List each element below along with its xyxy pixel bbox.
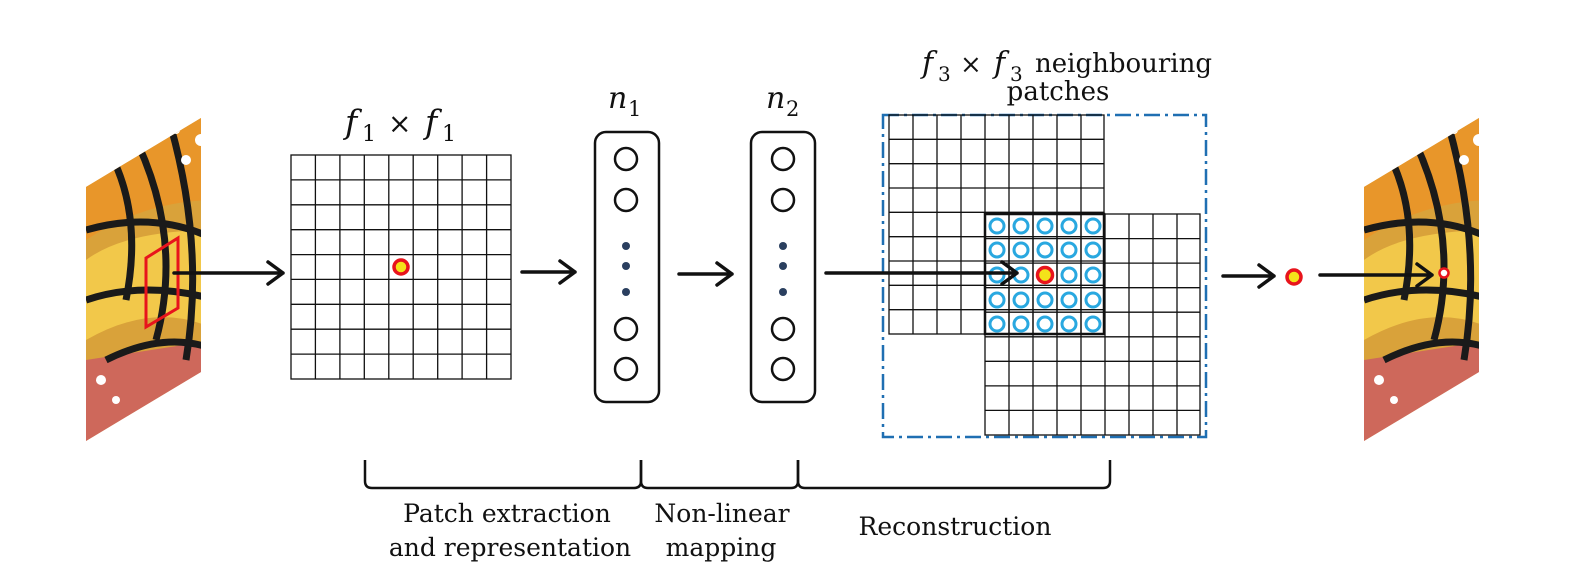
stage-label: mapping xyxy=(666,533,777,562)
flow-arrows xyxy=(172,259,1434,289)
f1-base: f xyxy=(422,102,443,141)
input-image xyxy=(86,100,216,460)
patches-label: patches xyxy=(1007,77,1110,107)
arrow-grid-to-n1 xyxy=(520,259,577,285)
arrow-input-to-grid xyxy=(172,260,285,286)
stage-label: Patch extraction xyxy=(403,499,611,528)
n2-base: n xyxy=(766,81,785,116)
n1-feature-column xyxy=(593,130,661,404)
n2-subscript: 2 xyxy=(786,97,799,121)
n1-base: n xyxy=(608,81,627,116)
times-sign: × xyxy=(960,50,982,80)
arrow-patches-to-pixel xyxy=(1221,263,1276,289)
arrow-n2-to-patches xyxy=(824,260,1019,286)
reconstructed-pixel-marker xyxy=(1035,265,1055,285)
f3-subscript: 3 xyxy=(938,62,951,86)
neighbouring-label: neighbouring xyxy=(1035,49,1212,79)
output-image xyxy=(1364,100,1494,460)
reconstruction-boundary xyxy=(881,113,1208,439)
patch-grid-top-left xyxy=(888,114,1105,335)
n2-feature-column xyxy=(749,130,817,404)
f3-base: f xyxy=(920,46,938,81)
output-pixel-marker xyxy=(1438,267,1450,279)
stage-brace-reconstruction xyxy=(796,460,1112,490)
f3-subscript: 3 xyxy=(1010,62,1023,86)
stage-brace-patch-extraction xyxy=(363,460,643,490)
stage-brace-non-linear-mapping xyxy=(639,460,800,490)
butterfly-image-icon xyxy=(1364,100,1494,460)
f1-base: f xyxy=(342,102,363,141)
f1-grid xyxy=(290,154,512,380)
patch-grid-bottom-right xyxy=(984,213,1201,436)
times-sign: × xyxy=(388,107,411,140)
n1-subscript: 1 xyxy=(628,97,641,121)
stage-label: Reconstruction xyxy=(859,512,1052,541)
f1-subscript: 1 xyxy=(442,122,456,147)
center-pixel-marker xyxy=(392,258,410,276)
arrow-n1-to-n2 xyxy=(677,261,734,287)
f1-subscript: 1 xyxy=(362,122,376,147)
stage-label: and representation xyxy=(389,533,631,562)
f3-base: f xyxy=(992,46,1010,81)
output-pixel-marker xyxy=(1285,268,1303,286)
butterfly-image-icon xyxy=(86,100,216,460)
input-patch-outline xyxy=(144,235,180,330)
neighbour-pixels xyxy=(988,217,1102,333)
arrow-pixel-to-output xyxy=(1318,262,1434,288)
stage-label: Non-linear xyxy=(654,499,789,528)
